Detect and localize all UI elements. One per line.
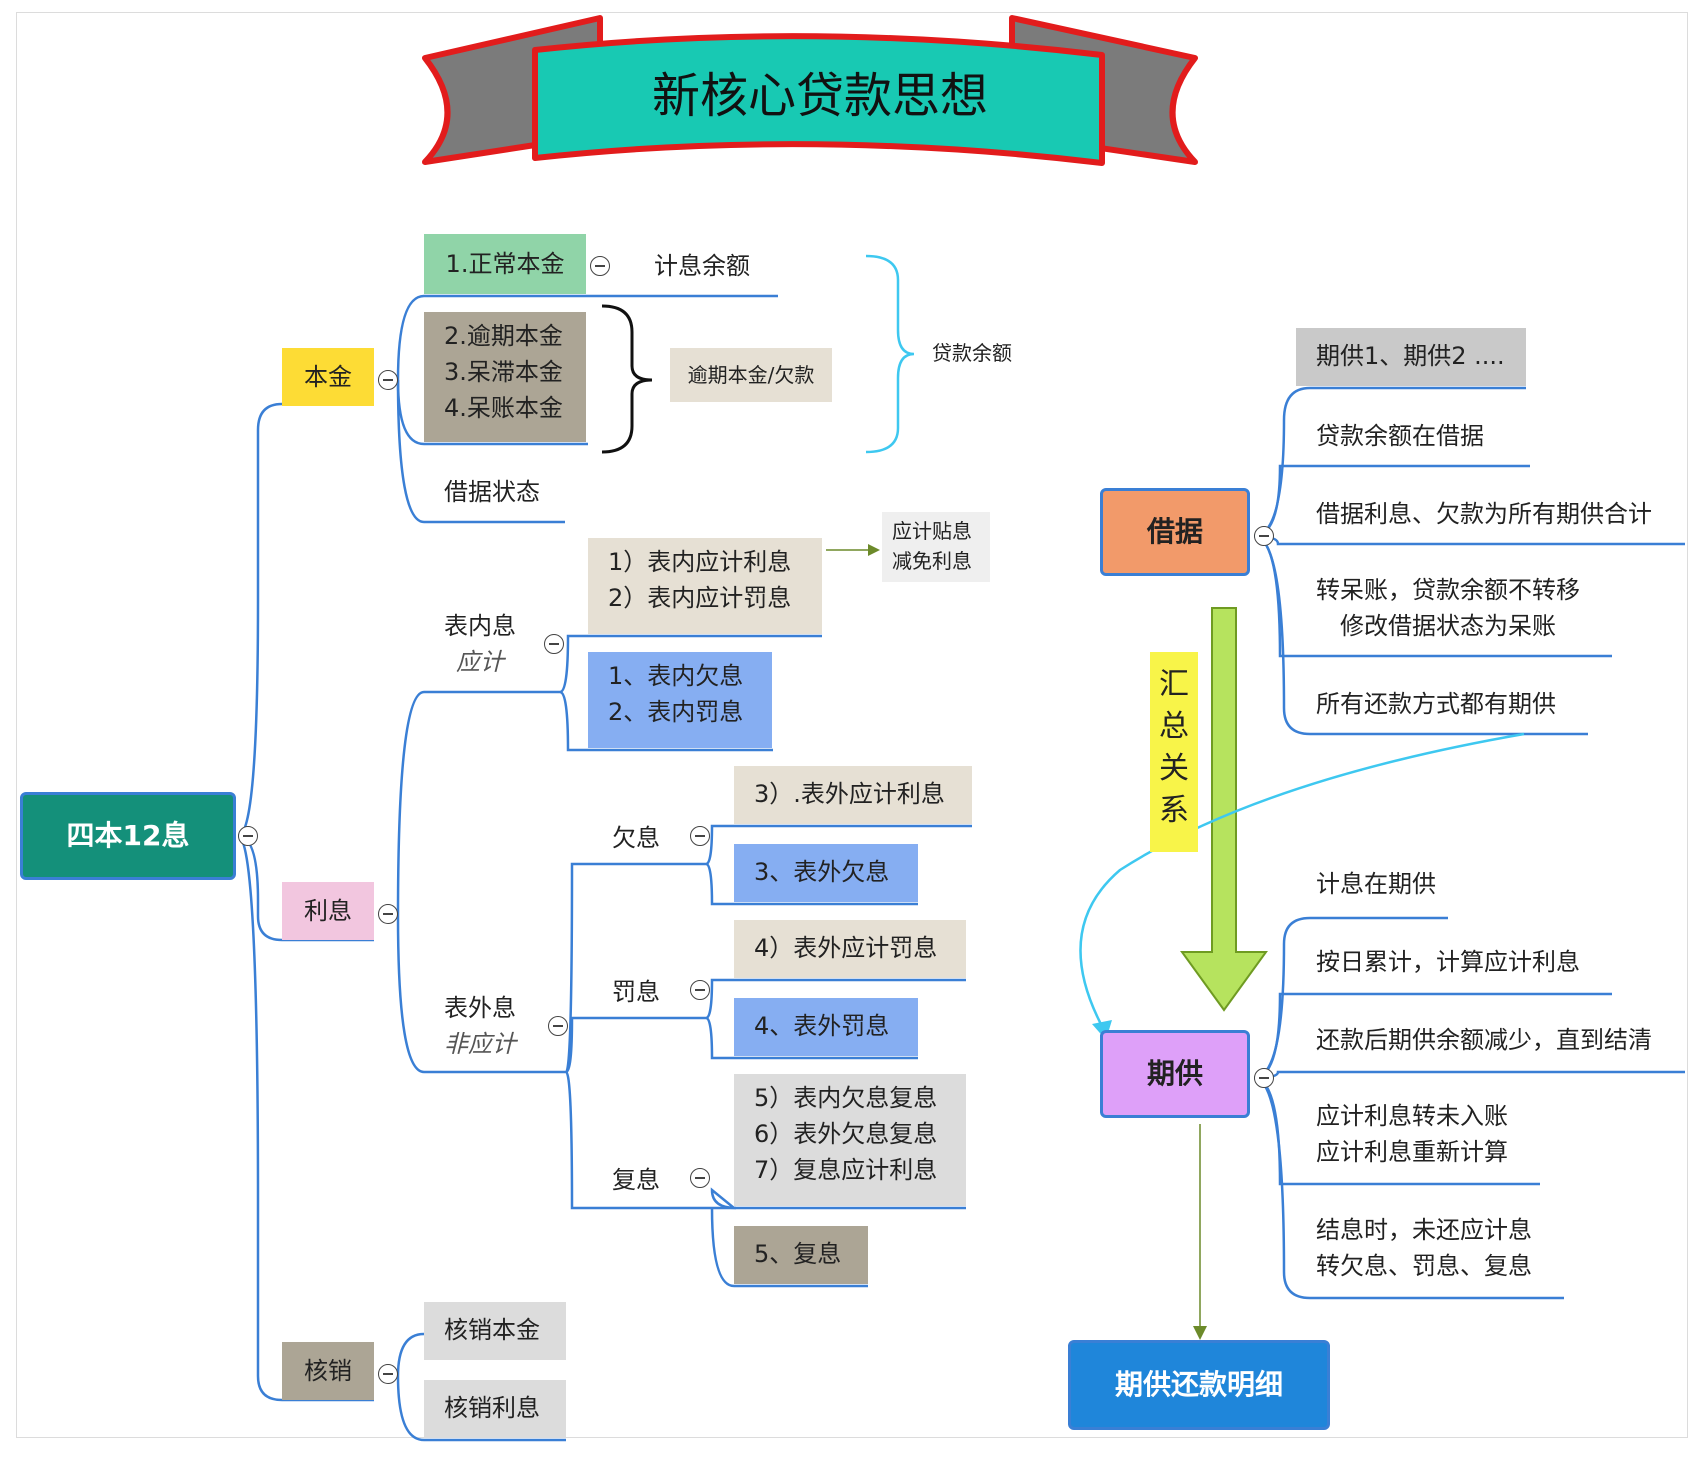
arrears-collapse-toggle[interactable]: [690, 826, 710, 846]
normal-principal-node[interactable]: 1.正常本金: [424, 234, 586, 294]
summary-char-4: 系: [1159, 793, 1189, 828]
off-balance-accrued-penalty[interactable]: 4）表外应计罚息: [734, 920, 966, 978]
installment-collapse-toggle[interactable]: [1254, 1068, 1274, 1088]
writeoff-node[interactable]: 核销: [282, 1342, 374, 1400]
off-balance-collapse-toggle[interactable]: [548, 1016, 568, 1036]
loan-collapse-toggle[interactable]: [1254, 526, 1274, 546]
interest-balance-label: 计息余额: [654, 252, 750, 280]
installment-node[interactable]: 期供: [1100, 1030, 1250, 1118]
interest-node[interactable]: 利息: [282, 882, 374, 940]
accrued-side-note: 应计贴息 减免利息: [882, 512, 990, 582]
compound-owed[interactable]: 5、复息: [734, 1226, 868, 1284]
compound-collapse-toggle[interactable]: [690, 1168, 710, 1188]
title-ribbon: [422, 15, 1198, 166]
summary-char-1: 汇: [1159, 667, 1189, 702]
settlement-line-1: 结息时，未还应计息: [1316, 1216, 1532, 1244]
loan-node[interactable]: 借据: [1100, 488, 1250, 576]
canvas-frame: [16, 12, 1688, 1438]
loan-status-node[interactable]: 借据状态: [444, 478, 540, 506]
on-balance-accrued-penalty: 2）表内应计罚息: [608, 584, 792, 612]
summary-relation-label: 汇 总 关 系: [1150, 652, 1198, 852]
off-balance-interest-node[interactable]: 表外息 非应计: [444, 990, 516, 1062]
balance-decrease[interactable]: 还款后期供余额减少，直到结清: [1316, 1026, 1652, 1054]
loan-balance-label: 贷款余额: [932, 341, 1012, 365]
repayment-detail-node[interactable]: 期供还款明细: [1068, 1340, 1330, 1430]
loan-interest-sum[interactable]: 借据利息、欠款为所有期供合计: [1316, 500, 1652, 528]
arrears-node[interactable]: 欠息: [612, 824, 660, 852]
overdue-brace: [601, 304, 653, 454]
normal-principal-collapse-toggle[interactable]: [590, 256, 610, 276]
summary-char-2: 总: [1159, 709, 1189, 744]
penalty-collapse-toggle[interactable]: [690, 980, 710, 1000]
loan-installments-tag[interactable]: 期供1、期供2 ....: [1296, 328, 1526, 386]
writeoff-collapse-toggle[interactable]: [378, 1364, 398, 1384]
writeoff-interest[interactable]: 核销利息: [424, 1380, 566, 1438]
compound-accrued-group[interactable]: 5）表内欠息复息 6）表外欠息复息 7）复息应计利息: [734, 1074, 966, 1206]
off-balance-interest-sublabel: 非应计: [444, 1030, 516, 1058]
compound-node[interactable]: 复息: [612, 1166, 660, 1194]
subsidy-interest-note: 应计贴息: [892, 519, 972, 543]
loan-balance-in-loan[interactable]: 贷款余额在借据: [1316, 422, 1484, 450]
on-balance-owed-group[interactable]: 1、表内欠息 2、表内罚息: [588, 652, 772, 748]
loan-balance-brace: [865, 254, 915, 454]
on-balance-arrears: 1、表内欠息: [608, 662, 744, 690]
off-balance-penalty[interactable]: 4、表外罚息: [734, 998, 918, 1056]
on-balance-penalty: 2、表内罚息: [608, 698, 744, 726]
summary-char-3: 关: [1159, 751, 1189, 786]
on-balance-collapse-toggle[interactable]: [544, 634, 564, 654]
relation-curve: [1079, 732, 1525, 1031]
off-balance-arrears-compound: 6）表外欠息复息: [754, 1120, 938, 1148]
settlement-transfer[interactable]: 结息时，未还应计息 转欠息、罚息、复息: [1316, 1212, 1532, 1284]
loan-bad-debt-transfer[interactable]: 转呆账，贷款余额不转移 修改借据状态为呆账: [1316, 572, 1580, 644]
accrued-transfer-line-1: 应计利息转未入账: [1316, 1102, 1508, 1130]
principal-collapse-toggle[interactable]: [378, 370, 398, 390]
on-balance-arrears-compound: 5）表内欠息复息: [754, 1084, 938, 1112]
writeoff-principal[interactable]: 核销本金: [424, 1302, 566, 1360]
idle-principal-line: 3.呆滞本金: [444, 358, 563, 386]
on-balance-interest-sublabel: 应计: [456, 648, 504, 676]
on-balance-accrued-group[interactable]: 1）表内应计利息 2）表内应计罚息: [588, 538, 822, 634]
bad-debt-principal-line: 4.呆账本金: [444, 394, 563, 422]
page-title: 新核心贷款思想: [651, 68, 988, 124]
all-repayment-installments[interactable]: 所有还款方式都有期供: [1316, 690, 1556, 718]
on-balance-interest-label: 表内息: [444, 612, 516, 640]
off-balance-interest-label: 表外息: [444, 994, 516, 1022]
on-balance-accrued-interest: 1）表内应计利息: [608, 548, 792, 576]
off-balance-accrued-interest[interactable]: 3）.表外应计利息: [734, 766, 972, 824]
summary-arrow: [1180, 607, 1268, 1012]
waived-interest-note: 减免利息: [892, 549, 972, 573]
on-balance-interest-node[interactable]: 表内息 应计: [444, 608, 516, 680]
compound-accrued-interest: 7）复息应计利息: [754, 1156, 938, 1184]
daily-accrual[interactable]: 按日累计，计算应计利息: [1316, 948, 1580, 976]
interest-in-installment[interactable]: 计息在期供: [1316, 870, 1436, 898]
overdue-principal-group[interactable]: 2.逾期本金 3.呆滞本金 4.呆账本金: [424, 312, 586, 442]
accrued-transfer-line-2: 应计利息重新计算: [1316, 1138, 1508, 1166]
bad-debt-line-1: 转呆账，贷款余额不转移: [1316, 576, 1580, 604]
root-node[interactable]: 四本12息: [20, 792, 236, 880]
settlement-line-2: 转欠息、罚息、复息: [1316, 1252, 1532, 1280]
principal-node[interactable]: 本金: [282, 348, 374, 406]
accrued-interest-transfer[interactable]: 应计利息转未入账 应计利息重新计算: [1316, 1098, 1508, 1170]
root-collapse-toggle[interactable]: [238, 826, 258, 846]
overdue-summary-tag: 逾期本金/欠款: [670, 348, 832, 402]
penalty-node[interactable]: 罚息: [612, 978, 660, 1006]
overdue-principal-line: 2.逾期本金: [444, 322, 563, 350]
bad-debt-line-2: 修改借据状态为呆账: [1340, 612, 1556, 640]
off-balance-arrears[interactable]: 3、表外欠息: [734, 844, 918, 902]
interest-collapse-toggle[interactable]: [378, 904, 398, 924]
